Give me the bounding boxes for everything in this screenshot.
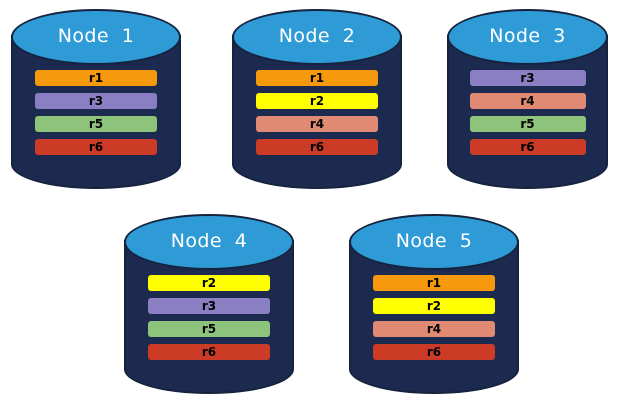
node-label: Node 3 bbox=[489, 25, 566, 47]
database-node[interactable]: Node 3 r3 r4 r5 r6 bbox=[447, 9, 608, 189]
replica-bar[interactable]: r6 bbox=[469, 139, 586, 155]
replica-bar[interactable]: r4 bbox=[373, 321, 495, 337]
node-label: Node 1 bbox=[57, 25, 135, 47]
node-top-ellipse bbox=[349, 214, 519, 270]
database-node[interactable]: Node 2 r1 r2 r4 r6 bbox=[232, 9, 402, 189]
replica-bar[interactable]: r3 bbox=[148, 298, 270, 314]
node-top-ellipse bbox=[124, 214, 294, 270]
replica-bar[interactable]: r6 bbox=[35, 139, 157, 155]
replica-bar[interactable]: r2 bbox=[148, 275, 270, 291]
replica-list: r2 r3 r5 r6 bbox=[124, 275, 294, 360]
node-body bbox=[447, 35, 608, 189]
node-label: Node 5 bbox=[395, 230, 473, 252]
database-node[interactable]: Node 1 r1 r3 r5 r6 bbox=[11, 9, 181, 189]
node-top-ellipse bbox=[447, 9, 608, 65]
node-label: Node 4 bbox=[170, 230, 248, 252]
replica-bar[interactable]: r3 bbox=[469, 70, 586, 86]
replica-bar[interactable]: r1 bbox=[256, 70, 378, 86]
replica-bar[interactable]: r2 bbox=[256, 93, 378, 109]
replica-list: r3 r4 r5 r6 bbox=[447, 70, 608, 155]
replica-list: r1 r2 r4 r6 bbox=[232, 70, 402, 155]
replica-bar[interactable]: r6 bbox=[148, 344, 270, 360]
replica-bar[interactable]: r1 bbox=[373, 275, 495, 291]
replica-bar[interactable]: r6 bbox=[373, 344, 495, 360]
node-label: Node 2 bbox=[278, 25, 356, 47]
replica-list: r1 r2 r4 r6 bbox=[349, 275, 519, 360]
replica-bar[interactable]: r5 bbox=[35, 116, 157, 132]
node-top-ellipse bbox=[11, 9, 181, 65]
database-node[interactable]: Node 5 r1 r2 r4 r6 bbox=[349, 214, 519, 394]
replica-bar[interactable]: r6 bbox=[256, 139, 378, 155]
replica-list: r1 r3 r5 r6 bbox=[11, 70, 181, 155]
replica-bar[interactable]: r5 bbox=[148, 321, 270, 337]
replica-bar[interactable]: r4 bbox=[256, 116, 378, 132]
replica-bar[interactable]: r4 bbox=[469, 93, 586, 109]
replica-bar[interactable]: r2 bbox=[373, 298, 495, 314]
replica-bar[interactable]: r1 bbox=[35, 70, 157, 86]
node-top-ellipse bbox=[232, 9, 402, 65]
replica-bar[interactable]: r3 bbox=[35, 93, 157, 109]
database-node[interactable]: Node 4 r2 r3 r5 r6 bbox=[124, 214, 294, 394]
replica-bar[interactable]: r5 bbox=[469, 116, 586, 132]
